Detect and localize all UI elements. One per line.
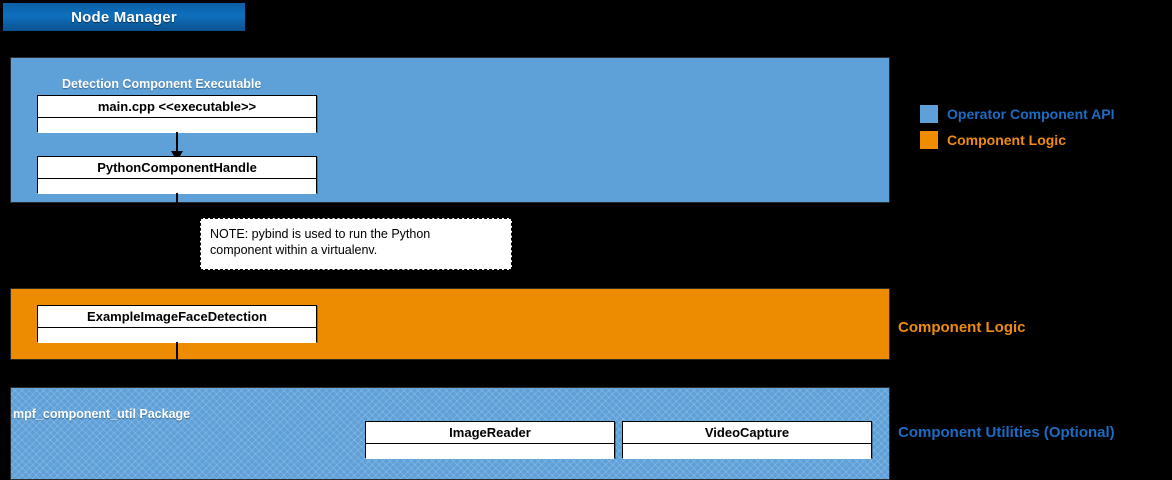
class-body-video-capture [623,444,871,459]
side-caption-component-utilities: Component Utilities (Optional) [898,424,1115,441]
class-box-main-cpp[interactable]: main.cpp <<executable>> [37,95,317,133]
legend-swatch-orange-icon [920,131,938,149]
legend-item-operator-component-api: Operator Component API [920,102,1115,126]
class-box-python-component-handle[interactable]: PythonComponentHandle [37,156,317,194]
side-caption-component-logic: Component Logic [898,319,1026,336]
connector-example-down [176,342,178,364]
class-box-image-reader[interactable]: ImageReader [365,421,615,459]
legend-label-operator-component-api: Operator Component API [947,106,1115,122]
connector-nodemanager-to-main [43,32,45,64]
class-name-image-reader: ImageReader [366,422,614,444]
class-body-main-cpp [38,118,316,133]
connector-example-across [176,362,493,364]
connector-handle-to-example [176,193,178,288]
note-text-pybind: NOTE: pybind is used to run the Python c… [210,227,431,257]
class-box-example-image-face-detection[interactable]: ExampleImageFaceDetection [37,305,317,343]
legend-swatch-blue-icon [920,105,938,123]
class-body-image-reader [366,444,614,459]
class-box-video-capture[interactable]: VideoCapture [622,421,872,459]
legend-label-component-logic: Component Logic [947,132,1066,148]
class-name-python-component-handle: PythonComponentHandle [38,157,316,179]
node-manager-label: Node Manager [71,8,177,26]
package-title-mpf-component-util: mpf_component_util Package [13,407,191,421]
node-manager-box[interactable]: Node Manager [2,2,246,32]
legend-item-component-logic: Component Logic [920,128,1115,152]
connector-main-to-handle [176,132,178,156]
connector-to-imagereader [491,362,493,406]
class-name-video-capture: VideoCapture [623,422,871,444]
class-body-example-image-face-detection [38,328,316,343]
class-name-example-image-face-detection: ExampleImageFaceDetection [38,306,316,328]
package-title-detection-component-executable: Detection Component Executable [62,77,262,91]
legend: Operator Component API Component Logic [920,102,1115,154]
class-body-python-component-handle [38,179,316,194]
class-name-main-cpp: main.cpp <<executable>> [38,96,316,118]
note-box-pybind: NOTE: pybind is used to run the Python c… [200,218,512,270]
